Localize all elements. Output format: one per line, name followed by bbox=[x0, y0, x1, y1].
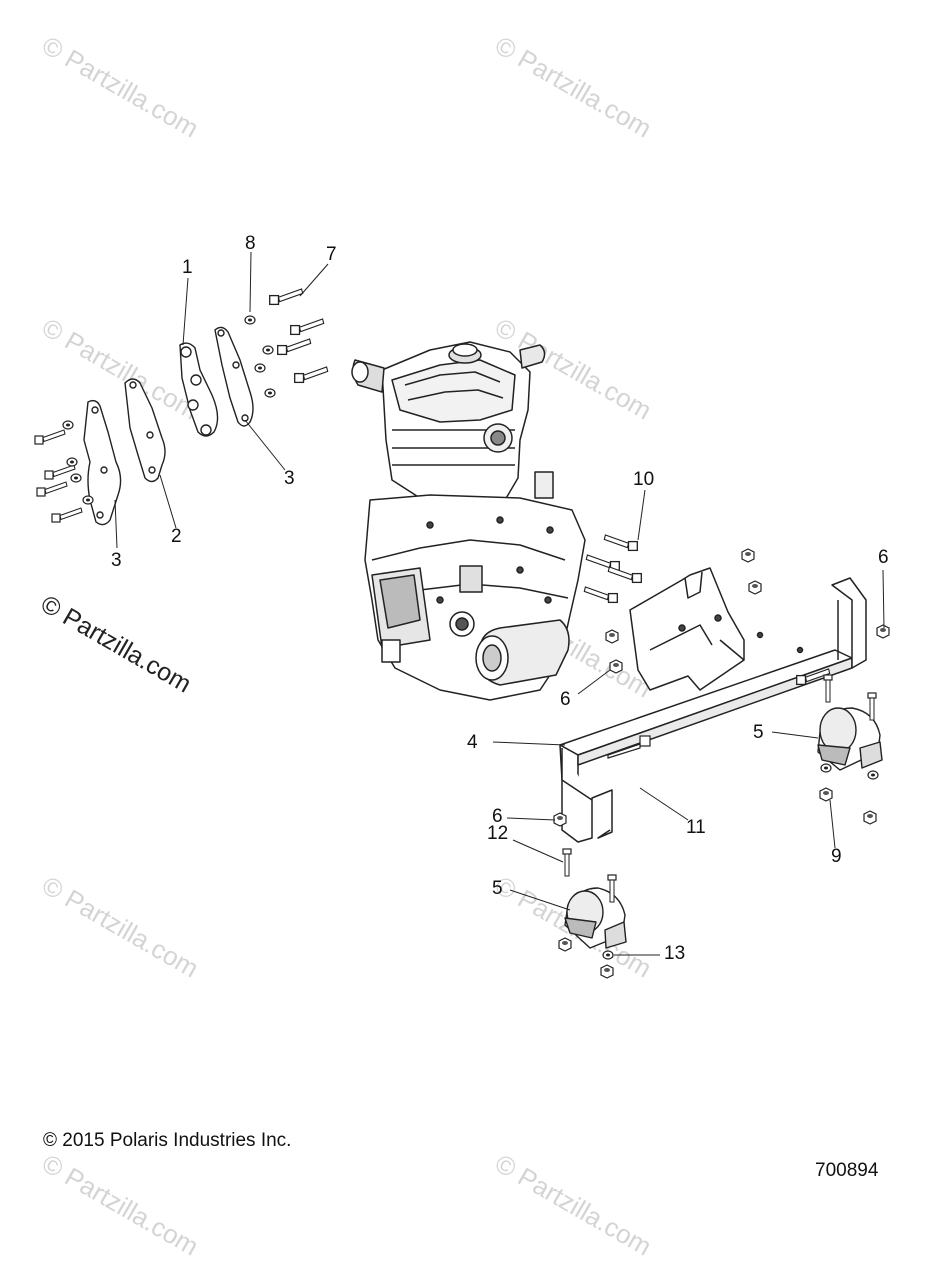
nut bbox=[748, 580, 762, 595]
washer bbox=[82, 495, 94, 505]
bolt bbox=[36, 481, 68, 497]
callout-6-right: 6 bbox=[878, 547, 889, 568]
nut bbox=[553, 812, 567, 827]
washer bbox=[867, 770, 879, 780]
callout-6-middle: 6 bbox=[560, 689, 571, 710]
bracket-plate-2 bbox=[124, 378, 166, 483]
nut bbox=[741, 548, 755, 563]
callout-11: 11 bbox=[686, 817, 706, 838]
nut bbox=[876, 624, 890, 639]
bolt bbox=[294, 366, 329, 384]
callout-13: 13 bbox=[664, 943, 686, 964]
bolt bbox=[607, 566, 642, 584]
engine-mount-crossmember bbox=[559, 567, 867, 843]
bolt bbox=[583, 586, 618, 604]
diagram-number: 700894 bbox=[815, 1160, 879, 1181]
nut bbox=[863, 810, 877, 825]
callout-6-lower: 6 bbox=[492, 806, 503, 827]
bolt bbox=[277, 338, 312, 356]
bracket-plate-3-left bbox=[83, 399, 122, 526]
callout-5-lower: 5 bbox=[492, 878, 503, 899]
callout-8: 8 bbox=[245, 233, 256, 254]
callout-3-left: 3 bbox=[111, 550, 122, 571]
vertical-bolt bbox=[562, 848, 572, 877]
washer bbox=[602, 950, 614, 960]
bolt bbox=[34, 429, 66, 445]
washer bbox=[66, 457, 78, 467]
washer bbox=[62, 420, 74, 430]
washer bbox=[820, 763, 832, 773]
bracket-plate-1 bbox=[179, 342, 219, 437]
washer bbox=[70, 473, 82, 483]
bolt bbox=[290, 318, 325, 336]
nut bbox=[819, 787, 833, 802]
long-bolt bbox=[607, 735, 651, 759]
nut bbox=[558, 937, 572, 952]
parts-diagram bbox=[34, 251, 890, 979]
bolt bbox=[585, 554, 620, 572]
engine-mount-lower bbox=[564, 887, 627, 949]
copyright-text: © 2015 Polaris Industries Inc. bbox=[43, 1130, 292, 1151]
vertical-bolt bbox=[823, 674, 833, 703]
callout-4: 4 bbox=[467, 732, 478, 753]
callout-12: 12 bbox=[487, 823, 509, 844]
callout-9: 9 bbox=[831, 846, 842, 867]
engine-mount-right bbox=[817, 707, 883, 771]
nut bbox=[609, 659, 623, 674]
leader-lines bbox=[114, 251, 885, 956]
bolt bbox=[44, 464, 76, 480]
callout-1: 1 bbox=[182, 257, 193, 278]
callout-7: 7 bbox=[326, 244, 337, 265]
callout-2: 2 bbox=[171, 526, 182, 547]
callout-10: 10 bbox=[633, 469, 655, 490]
bolt bbox=[51, 507, 83, 523]
bracket-plate-3-right bbox=[214, 326, 254, 427]
washer bbox=[262, 345, 274, 355]
bolt bbox=[269, 288, 304, 306]
nut bbox=[600, 964, 614, 979]
nut bbox=[605, 629, 619, 644]
bolt bbox=[603, 534, 638, 552]
engine-assembly bbox=[351, 341, 586, 701]
callout-3-right: 3 bbox=[284, 468, 295, 489]
callout-5-right: 5 bbox=[753, 722, 764, 743]
washer bbox=[254, 363, 266, 373]
washer bbox=[244, 315, 256, 325]
washer bbox=[264, 388, 276, 398]
